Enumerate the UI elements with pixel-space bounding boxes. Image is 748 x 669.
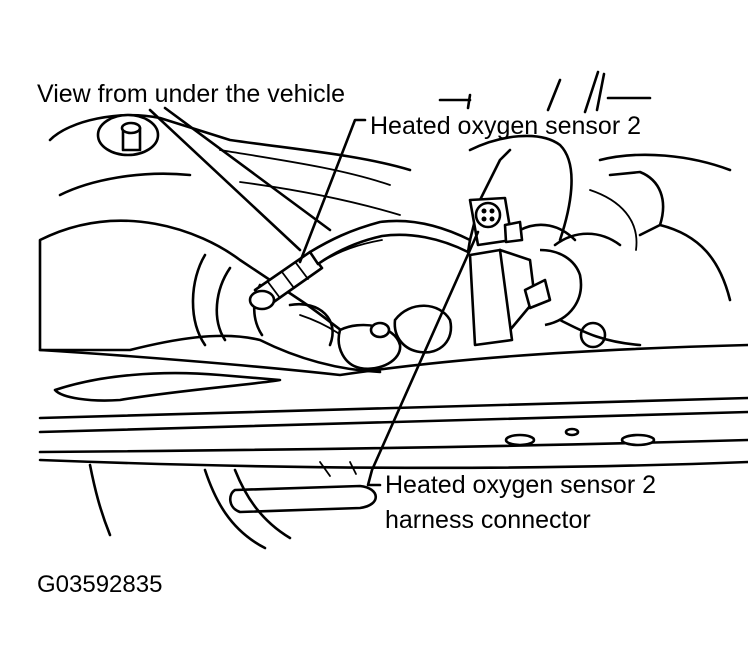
harness-connector — [468, 148, 642, 349]
sensor-label: Heated oxygen sensor 2 — [370, 112, 642, 140]
connector-label-line2: harness connector — [385, 506, 591, 534]
figure-id: G03592835 — [37, 571, 163, 598]
lower-bracket — [88, 461, 378, 550]
side-rail — [38, 343, 748, 470]
oxygen-sensor — [248, 219, 472, 311]
leader-lines — [298, 118, 480, 487]
connector-label-line1: Heated oxygen sensor 2 — [385, 471, 657, 499]
crossmember — [148, 106, 332, 252]
floor-pan — [48, 70, 732, 302]
view-label: View from under the vehicle — [37, 80, 346, 108]
exhaust-pipe — [38, 219, 453, 374]
mounting-bolt — [96, 113, 160, 157]
